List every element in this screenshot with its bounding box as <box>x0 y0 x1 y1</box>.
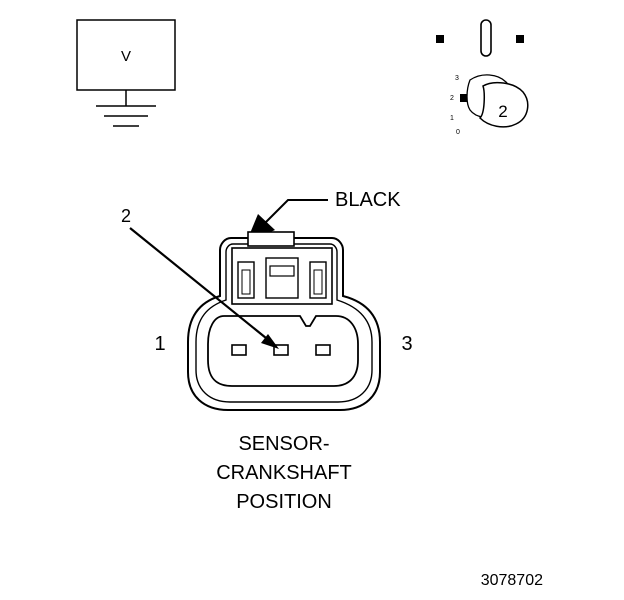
wire-color-label: BLACK <box>335 189 401 211</box>
probe-right-dot <box>516 35 524 43</box>
voltmeter-label: V <box>121 48 131 65</box>
knob-scale-2: 2 <box>450 95 454 102</box>
knob-scale-3: 3 <box>455 75 459 82</box>
knob-marker <box>460 94 467 102</box>
pin-label-2: 2 <box>121 206 131 226</box>
pin2-arrowhead <box>261 334 279 349</box>
component-name: SENSOR- CRANKSHAFT POSITION <box>216 433 352 513</box>
component-name-line2: CRANKSHAFT <box>216 462 352 484</box>
voltmeter-symbol: V <box>76 19 176 127</box>
pin2-leader <box>129 227 267 339</box>
connector-top-tab <box>247 231 295 247</box>
pin-cavity-2 <box>273 344 289 356</box>
wire-color-leader <box>265 199 328 223</box>
connector-body <box>187 231 381 411</box>
latch-center-bar <box>269 265 295 277</box>
ground-icon <box>96 105 156 127</box>
probe-key-icon: 3 2 1 0 2 <box>436 19 529 136</box>
knob-front-icon <box>478 81 529 128</box>
voltmeter-box <box>76 19 176 91</box>
latch-center <box>265 257 299 299</box>
probe-center-slot <box>480 19 492 57</box>
figure-number: 3078702 <box>481 572 543 589</box>
pin2-callout: 2 <box>121 206 279 349</box>
connector-housing-inner <box>195 243 373 403</box>
knob-scale-0: 0 <box>456 129 460 136</box>
pin-label-3: 3 <box>401 333 412 355</box>
component-name-line1: SENSOR- <box>238 433 329 455</box>
latch-right-post-inner <box>313 269 323 295</box>
component-name-line3: POSITION <box>236 491 332 513</box>
pin-label-1: 1 <box>154 333 165 355</box>
knob-pin-number: 2 <box>498 102 507 121</box>
pin-cavity-1 <box>231 344 247 356</box>
latch-left-post-inner <box>241 269 251 295</box>
probe-left-dot <box>436 35 444 43</box>
knob-scale-1: 1 <box>450 115 454 122</box>
pin-cavity-3 <box>315 344 331 356</box>
